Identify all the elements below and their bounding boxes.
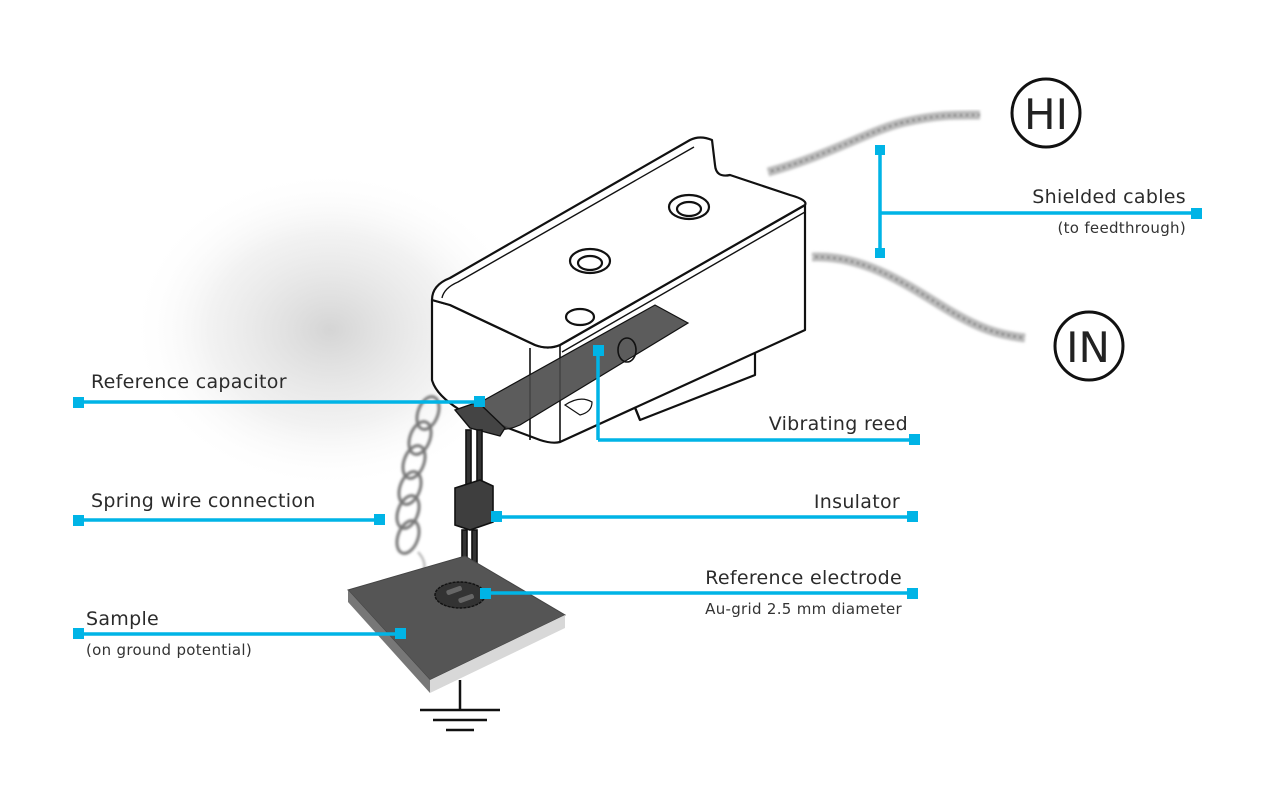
label-spring-wire-connection: Spring wire connection [91,490,316,512]
callout-reference-capacitor [73,396,485,408]
terminal-hi: HI [1010,77,1082,149]
callout-insulator [491,511,918,522]
callout-shielded-cables [875,145,1202,258]
label-insulator: Insulator [813,491,900,513]
terminal-in: IN [1053,310,1125,382]
sublabel-shielded-cables: (to feedthrough) [1057,219,1186,237]
label-vibrating-reed: Vibrating reed [768,413,908,435]
terminal-hi-label: HI [1024,90,1068,139]
sample-plate [347,555,567,693]
label-shielded-cables: Shielded cables [1032,186,1186,208]
callout-spring-wire [73,514,385,526]
callout-sample [73,628,406,639]
background-glow [130,170,530,490]
callout-reference-electrode [480,588,918,599]
sublabel-reference-electrode: Au-grid 2.5 mm diameter [705,600,902,618]
label-sample: Sample [86,608,160,630]
insulator-block [454,479,494,531]
terminal-in-label: IN [1066,323,1110,372]
callout-lines [73,145,1202,639]
label-reference-capacitor: Reference capacitor [91,371,287,393]
reference-electrode [434,581,486,609]
sublabel-sample: (on ground potential) [86,641,253,659]
shielded-cable-hi [766,110,981,177]
probe-housing [430,136,807,444]
shielded-cable-in [811,252,1026,343]
label-reference-electrode: Reference electrode [705,567,902,589]
ground-symbol [420,680,500,732]
callout-vibrating-reed [593,345,920,445]
